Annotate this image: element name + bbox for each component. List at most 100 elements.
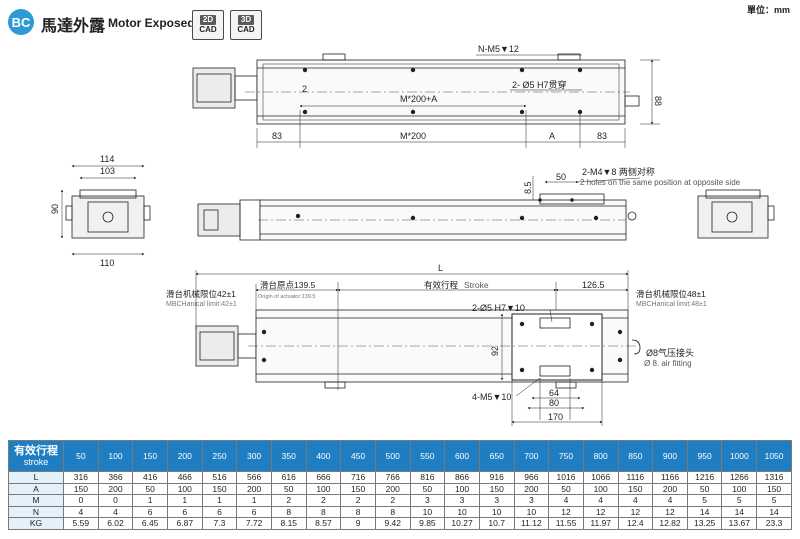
table-cell: 8.57 bbox=[305, 517, 342, 530]
table-cell: 516 bbox=[201, 471, 238, 484]
table-cell: 12 bbox=[652, 505, 688, 518]
table-cell: 8 bbox=[374, 505, 411, 518]
stroke-col: 750 bbox=[548, 440, 584, 472]
table-cell: 200 bbox=[374, 482, 411, 495]
stroke-col: 1050 bbox=[756, 440, 792, 472]
spec-header-row: 有效行程 stroke 50 100 150 200 250 300 350 4… bbox=[8, 440, 792, 472]
table-cell: 1 bbox=[236, 494, 272, 507]
air-fitting-en: Ø 8. air fitting bbox=[644, 359, 692, 368]
unit-label: 單位：mm bbox=[746, 5, 790, 15]
table-cell: 6.45 bbox=[132, 517, 168, 530]
row-label: M bbox=[8, 494, 64, 507]
table-cell: 1216 bbox=[686, 471, 723, 484]
origin-en: Origin of actuator:139.5 bbox=[258, 294, 315, 300]
table-cell: 3 bbox=[513, 494, 550, 507]
table-cell: 150 bbox=[756, 482, 792, 495]
table-cell: 4 bbox=[652, 494, 688, 507]
table-cell: 9.42 bbox=[374, 517, 411, 530]
table-cell: 50 bbox=[548, 482, 584, 495]
stroke-col: 150 bbox=[132, 440, 168, 472]
table-cell: 1166 bbox=[652, 471, 688, 484]
dim-50-label: 50 bbox=[556, 172, 566, 182]
table-cell: 666 bbox=[305, 471, 342, 484]
stroke-col: 100 bbox=[97, 440, 134, 472]
title-en: Motor Exposed bbox=[108, 16, 195, 30]
dim-80-label: 80 bbox=[549, 398, 559, 408]
table-cell: 6 bbox=[132, 505, 168, 518]
table-cell: 10 bbox=[444, 505, 480, 518]
stroke-header: 有效行程 stroke bbox=[8, 440, 64, 472]
table-cell: 8 bbox=[340, 505, 376, 518]
table-cell: 9.85 bbox=[409, 517, 446, 530]
table-cell: 12 bbox=[548, 505, 584, 518]
table-cell: 11.55 bbox=[548, 517, 584, 530]
cad-3d-bottom: CAD bbox=[237, 25, 255, 34]
right-limit-cn: 滑台机械限位48±1 bbox=[636, 289, 706, 299]
dim-83-right: 83 bbox=[597, 131, 607, 141]
top-two-label: 2 bbox=[302, 84, 307, 94]
table-cell: 316 bbox=[63, 471, 99, 484]
dim-92-label: 92 bbox=[490, 346, 500, 356]
table-cell: 1316 bbox=[756, 471, 792, 484]
table-cell: 50 bbox=[409, 482, 446, 495]
table-cell: 150 bbox=[478, 482, 515, 495]
table-cell: 916 bbox=[478, 471, 515, 484]
table-cell: 14 bbox=[721, 505, 758, 518]
table-cell: 4 bbox=[548, 494, 584, 507]
table-cell: 1066 bbox=[582, 471, 619, 484]
table-cell: 200 bbox=[513, 482, 550, 495]
table-cell: 11.97 bbox=[582, 517, 619, 530]
cad-2d-bottom: CAD bbox=[199, 25, 217, 34]
table-cell: 466 bbox=[166, 471, 203, 484]
dim-170-label: 170 bbox=[548, 412, 563, 422]
table-cell: 366 bbox=[97, 471, 134, 484]
stroke-col: 800 bbox=[582, 440, 619, 472]
left-limit-cn: 滑台机械限位42±1 bbox=[166, 289, 236, 299]
table-cell: 12 bbox=[582, 505, 619, 518]
table-cell: 13.25 bbox=[686, 517, 723, 530]
table-cell: 2 bbox=[374, 494, 411, 507]
table-cell: 150 bbox=[201, 482, 238, 495]
body-height-label: 90 bbox=[50, 204, 60, 214]
table-cell: 566 bbox=[236, 471, 272, 484]
stroke-col: 1000 bbox=[721, 440, 758, 472]
table-cell: 4 bbox=[97, 505, 134, 518]
stroke-col: 950 bbox=[686, 440, 723, 472]
dim-85-label: 8.5 bbox=[523, 181, 533, 194]
table-cell: 100 bbox=[582, 482, 619, 495]
stroke-col: 600 bbox=[444, 440, 480, 472]
table-cell: 10 bbox=[513, 505, 550, 518]
table-cell: 150 bbox=[63, 482, 99, 495]
table-cell: 150 bbox=[617, 482, 654, 495]
top-n-hole-label: N-M5▼12 bbox=[478, 44, 519, 54]
stroke-col: 900 bbox=[652, 440, 688, 472]
table-cell: 0 bbox=[63, 494, 99, 507]
table-cell: 200 bbox=[97, 482, 134, 495]
table-cell: 7.3 bbox=[201, 517, 238, 530]
table-cell: 100 bbox=[721, 482, 758, 495]
table-cell: 4 bbox=[63, 505, 99, 518]
stroke-col: 350 bbox=[270, 440, 307, 472]
cad-3d-button[interactable]: 3D CAD bbox=[230, 10, 262, 40]
table-cell: 12 bbox=[617, 505, 654, 518]
table-cell: 100 bbox=[166, 482, 203, 495]
cad-3d-top: 3D bbox=[237, 15, 255, 25]
table-cell: 6.02 bbox=[97, 517, 134, 530]
table-cell: 2 bbox=[305, 494, 342, 507]
cad-2d-button[interactable]: 2D CAD bbox=[192, 10, 224, 40]
stroke-col: 200 bbox=[166, 440, 203, 472]
top-thru-hole-label: 2- Ø5 H7贯穿 bbox=[512, 79, 567, 90]
table-cell: 766 bbox=[374, 471, 411, 484]
table-cell: 966 bbox=[513, 471, 550, 484]
m5-hole-label: 4-M5▼10 bbox=[472, 392, 511, 402]
table-cell: 10.27 bbox=[444, 517, 480, 530]
table-cell: 816 bbox=[409, 471, 446, 484]
stroke-col: 300 bbox=[236, 440, 272, 472]
table-cell: 5.59 bbox=[63, 517, 99, 530]
stroke-col: 450 bbox=[340, 440, 376, 472]
stroke-col: 50 bbox=[63, 440, 99, 472]
stroke-col: 400 bbox=[305, 440, 342, 472]
